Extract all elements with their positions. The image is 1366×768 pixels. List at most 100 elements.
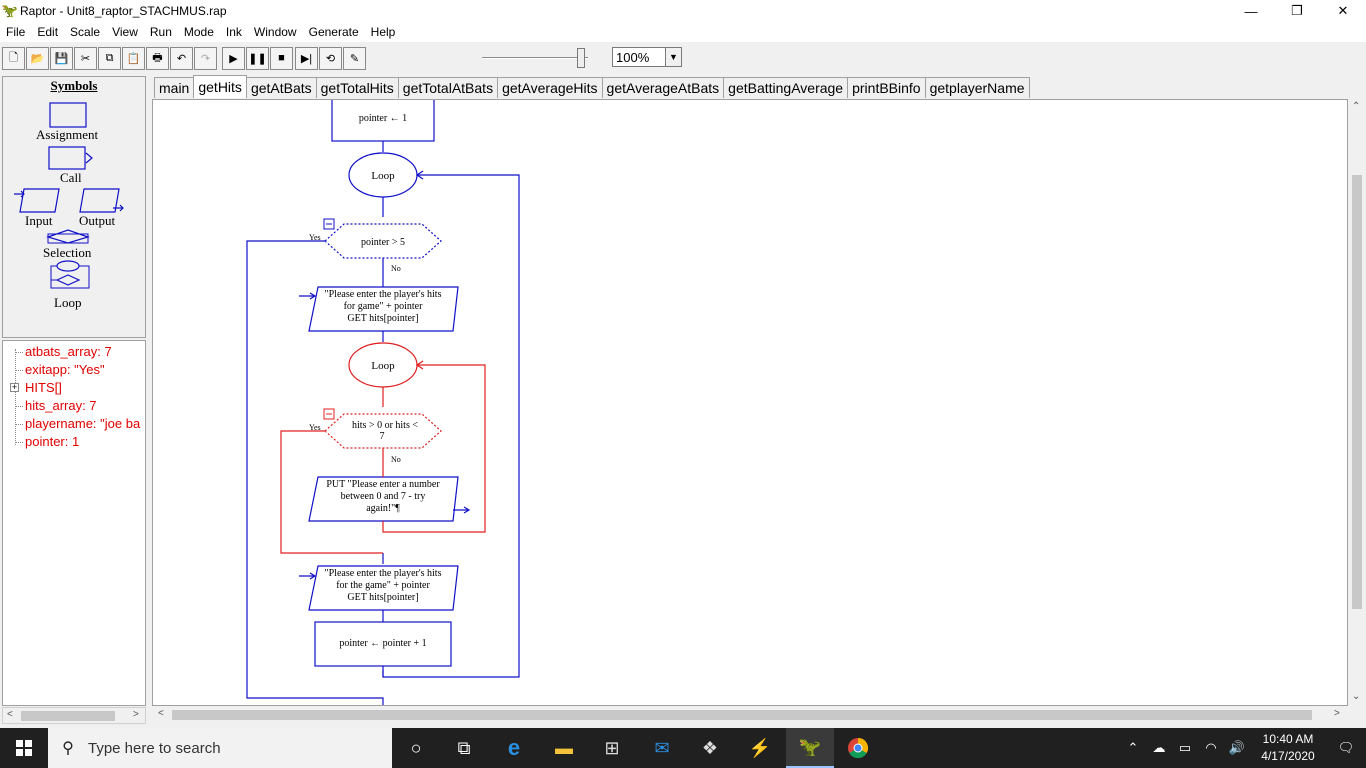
assignment-label: Assignment xyxy=(36,127,99,142)
menu-help[interactable]: Help xyxy=(370,25,396,39)
minimize-button[interactable]: — xyxy=(1244,3,1258,19)
inner-loop-condition[interactable] xyxy=(324,413,442,449)
start-button[interactable] xyxy=(0,728,48,768)
tab-getplayername[interactable]: getplayerName xyxy=(924,77,1030,98)
output-symbol-icon[interactable] xyxy=(79,188,120,213)
scroll-thumb[interactable] xyxy=(21,711,115,721)
step-icon[interactable]: ▶| xyxy=(295,46,318,70)
wifi-icon[interactable]: ◠ xyxy=(1205,740,1217,755)
copy-icon[interactable]: ⧉ xyxy=(98,46,121,70)
onedrive-icon[interactable]: ☁ xyxy=(1152,740,1166,755)
menu-run[interactable]: Run xyxy=(149,25,172,39)
app-bolt-icon[interactable]: ⚡ xyxy=(748,737,772,758)
dropbox-icon[interactable]: ❖ xyxy=(701,737,719,758)
outer-loop-condition[interactable] xyxy=(324,223,442,259)
redo-icon[interactable]: ↷ xyxy=(194,46,217,70)
variables-hscrollbar[interactable]: < > xyxy=(2,707,146,724)
menu-edit[interactable]: Edit xyxy=(37,25,59,39)
inner-loop-label: Loop xyxy=(371,360,395,372)
stop-icon[interactable]: ■ xyxy=(270,46,293,70)
file-explorer-icon[interactable]: ▬ xyxy=(555,737,573,758)
scroll-right-icon[interactable]: > xyxy=(1334,708,1340,719)
taskbar-search[interactable]: ⚲ Type here to search xyxy=(48,728,392,768)
edge-icon[interactable]: e xyxy=(507,735,521,760)
zoom-select[interactable]: 100% ▼ xyxy=(612,47,682,67)
menu-window[interactable]: Window xyxy=(253,25,297,39)
assignment-symbol-icon[interactable] xyxy=(49,102,87,128)
close-button[interactable]: ✕ xyxy=(1337,3,1349,18)
restore-button[interactable]: ❐ xyxy=(1291,3,1303,18)
menu-ink[interactable]: Ink xyxy=(225,25,242,39)
scroll-down-icon[interactable]: ⌄ xyxy=(1352,691,1361,702)
pen-icon[interactable]: ✎ xyxy=(343,46,366,70)
expand-icon[interactable]: + xyxy=(10,382,19,392)
chevron-down-icon[interactable]: ▼ xyxy=(665,48,681,66)
menu-file[interactable]: File xyxy=(6,25,26,39)
menu-view[interactable]: View xyxy=(112,25,138,39)
tab-getaveragehits[interactable]: getAverageHits xyxy=(497,77,603,98)
store-icon[interactable]: ⊞ xyxy=(604,737,620,758)
loop-symbol-icon[interactable] xyxy=(56,260,80,272)
scroll-left-icon[interactable]: < xyxy=(158,708,164,719)
slider-thumb[interactable] xyxy=(577,48,586,68)
selection-label: Selection xyxy=(43,245,92,260)
paste-icon[interactable]: 📋 xyxy=(122,46,145,70)
variable-item[interactable]: exitapp: "Yes" xyxy=(25,362,105,377)
input-symbol-icon[interactable] xyxy=(19,188,60,213)
run-icon[interactable]: ▶ xyxy=(222,46,245,70)
menu-scale[interactable]: Scale xyxy=(70,25,101,39)
new-icon[interactable]: 🗋 xyxy=(2,46,25,70)
variable-item[interactable]: playername: "joe ba xyxy=(25,416,141,431)
taskbar-clock[interactable]: 10:40 AM 4/17/2020 xyxy=(1250,731,1326,765)
scroll-right-icon[interactable]: > xyxy=(133,709,139,720)
variable-item[interactable]: pointer: 1 xyxy=(25,434,80,449)
menu-generate[interactable]: Generate xyxy=(308,25,359,39)
tab-getatbats[interactable]: getAtBats xyxy=(245,77,317,98)
variable-item[interactable]: HITS[] xyxy=(25,380,62,395)
call-label: Call xyxy=(60,170,82,185)
clock-time: 10:40 AM xyxy=(1262,732,1314,746)
input-hits-box[interactable] xyxy=(308,286,459,332)
search-placeholder: Type here to search xyxy=(88,739,221,757)
scroll-thumb[interactable] xyxy=(1352,175,1362,609)
tab-getbattingaverage[interactable]: getBattingAverage xyxy=(723,77,849,98)
raptor-taskbar-icon[interactable]: 🦖 xyxy=(786,728,834,768)
canvas-vscrollbar[interactable]: ⌃ ⌄ xyxy=(1348,99,1365,706)
speed-slider[interactable] xyxy=(478,46,600,70)
reset-icon[interactable]: ⟲ xyxy=(319,46,342,70)
cut-icon[interactable]: ✂ xyxy=(74,46,97,70)
cond1-text: pointer > 5 xyxy=(361,237,405,248)
variable-item[interactable]: atbats_array: 7 xyxy=(25,344,112,359)
tab-main[interactable]: main xyxy=(154,77,195,98)
pause-icon[interactable]: ❚❚ xyxy=(246,46,269,70)
flowchart-canvas[interactable]: pointer ← 1 Loop pointer > 5 Yes No "Ple… xyxy=(152,99,1348,706)
canvas-hscrollbar[interactable]: < > xyxy=(152,707,1348,724)
notification-icon[interactable]: 🗨 xyxy=(1337,740,1355,755)
tab-gettotalatbats[interactable]: getTotalAtBats xyxy=(397,77,499,98)
volume-icon[interactable]: 🔊 xyxy=(1228,740,1246,755)
scroll-up-icon[interactable]: ⌃ xyxy=(1352,101,1361,112)
open-icon[interactable]: 📂 xyxy=(26,46,49,70)
menu-mode[interactable]: Mode xyxy=(183,25,214,39)
task-view-icon[interactable]: ⧉ xyxy=(457,737,471,758)
save-icon[interactable]: 💾 xyxy=(50,46,73,70)
selection-symbol-icon[interactable] xyxy=(46,229,90,244)
tab-gethits[interactable]: getHits xyxy=(193,75,247,98)
tab-getaverageatbats[interactable]: getAverageAtBats xyxy=(601,77,725,98)
tab-printbbinfo[interactable]: printBBinfo xyxy=(847,77,926,98)
call-symbol-icon[interactable] xyxy=(48,146,86,170)
scroll-thumb[interactable] xyxy=(172,710,1312,720)
print-icon[interactable]: 🖶 xyxy=(146,46,169,70)
undo-icon[interactable]: ↶ xyxy=(170,46,193,70)
cortana-icon[interactable]: ○ xyxy=(410,737,422,758)
variable-item[interactable]: hits_array: 7 xyxy=(25,398,97,413)
tab-gettotalhits[interactable]: getTotalHits xyxy=(315,77,399,98)
output-error-box[interactable] xyxy=(308,476,459,522)
output1-line3: again!"¶ xyxy=(366,503,400,514)
scroll-left-icon[interactable]: < xyxy=(7,709,13,720)
chevron-up-icon[interactable]: ⌃ xyxy=(1127,740,1139,755)
mail-icon[interactable]: ✉ xyxy=(654,737,670,758)
battery-icon[interactable]: ▭ xyxy=(1178,740,1192,755)
chrome-icon[interactable] xyxy=(834,728,882,768)
input-hits-again-box[interactable] xyxy=(308,565,459,611)
